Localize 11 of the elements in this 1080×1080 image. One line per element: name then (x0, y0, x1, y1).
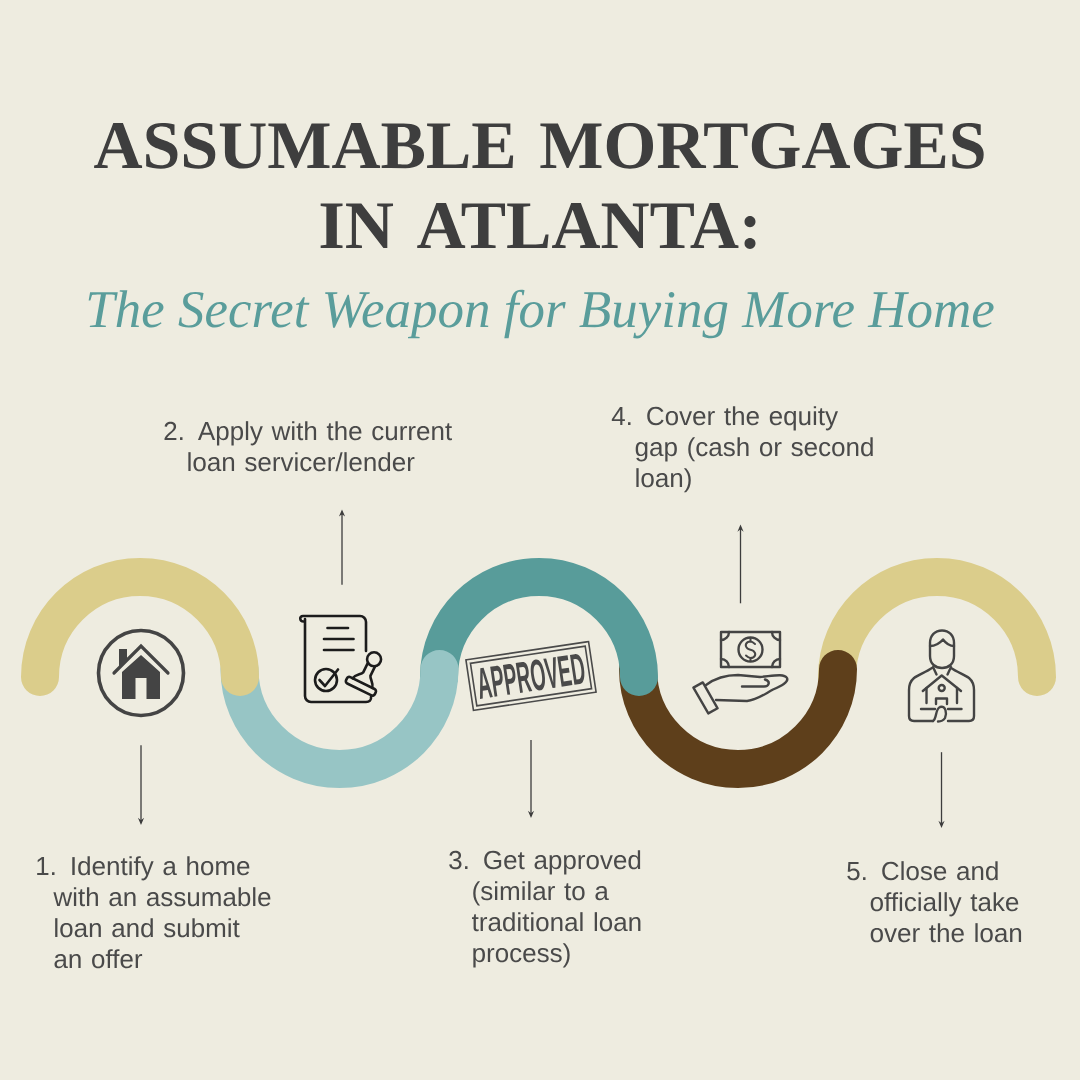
document-stamp-icon (298, 614, 383, 704)
cash-in-hand-icon (692, 630, 789, 715)
step-text: 5. Close and officially take over the loan (847, 861, 1022, 943)
house-icon (96, 628, 186, 718)
step-text: 1. Identify a home with an assumable loan and submit an offer (37, 856, 271, 969)
step-text: 2. Apply with the current loan servicer/lender (164, 421, 452, 472)
person-house-icon (907, 629, 976, 723)
step-text: 3. Get approved (similar to a traditional loan process) (449, 850, 641, 968)
title: ASSUMABLE MORTGAGES IN ATLANTA: (94, 122, 984, 249)
subtitle: The Secret Weapon for Buying More Home (88, 289, 994, 339)
step-text: 4. Cover the equity gap (cash or second loan) (611, 406, 873, 493)
